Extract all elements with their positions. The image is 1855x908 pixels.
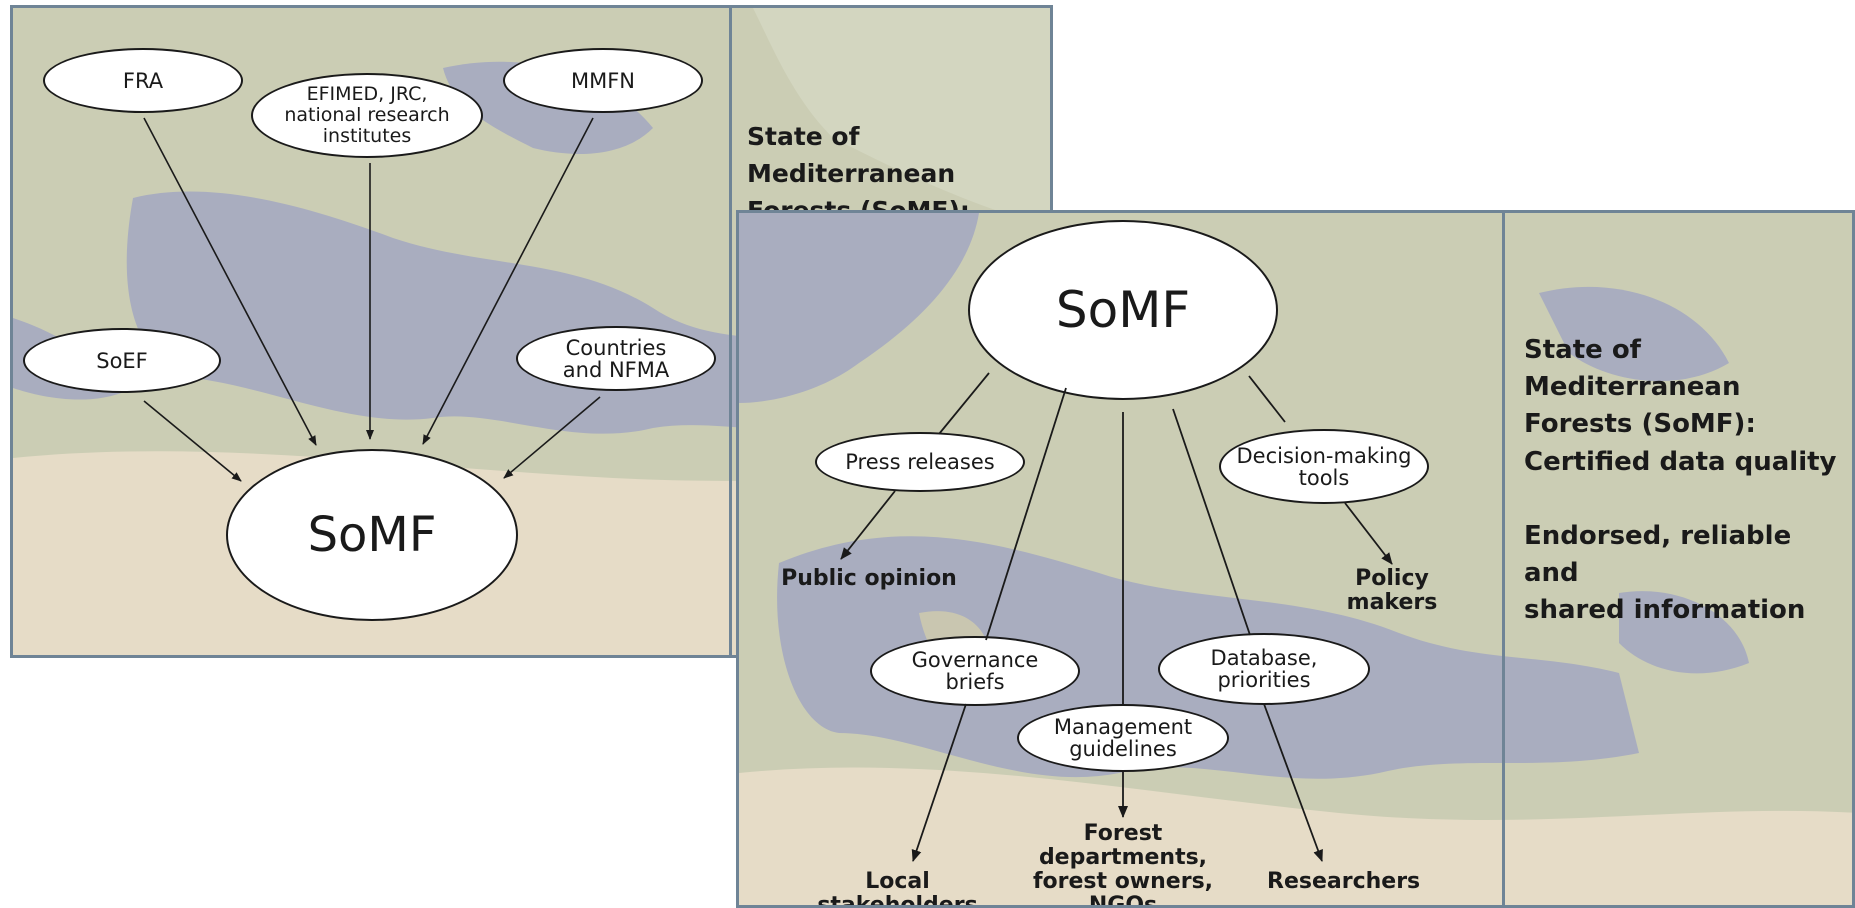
management-guidelines-oval: Management guidelines — [1017, 704, 1229, 772]
fra-oval: FRA — [43, 48, 243, 113]
somf-center-oval: SoMF — [968, 220, 1278, 400]
endorsed-information-text: Endorsed, reliable and shared informatio… — [1524, 521, 1806, 625]
right-diagram-panel: SoMF Press releases Decision-making tool… — [736, 210, 1855, 908]
database-priorities-oval: Database, priorities — [1158, 633, 1370, 705]
policy-makers-label: Policy makers — [1346, 566, 1438, 615]
panel-divider — [1502, 213, 1505, 905]
mmfn-oval: MMFN — [503, 48, 703, 113]
public-opinion-label: Public opinion — [781, 566, 957, 591]
decision-tools-oval: Decision-making tools — [1219, 429, 1429, 504]
right-side-title: State of Mediterranean Forests (SoMF): — [1524, 335, 1756, 439]
press-releases-oval: Press releases — [815, 432, 1025, 492]
efimed-oval: EFIMED, JRC, national research institute… — [251, 73, 483, 158]
somf-center-oval: SoMF — [226, 449, 518, 621]
local-stakeholders-label: Local stakeholders — [817, 869, 978, 908]
governance-briefs-oval: Governance briefs — [870, 636, 1080, 706]
soef-oval: SoEF — [23, 328, 221, 393]
countries-nfma-oval: Countries and NFMA — [516, 326, 716, 391]
panel-divider — [729, 8, 732, 655]
certified-data-quality-text: Certified data quality — [1524, 447, 1837, 477]
forest-departments-label: Forest departments, forest owners, NGOs — [1032, 821, 1214, 908]
researchers-label: Researchers — [1267, 869, 1421, 894]
